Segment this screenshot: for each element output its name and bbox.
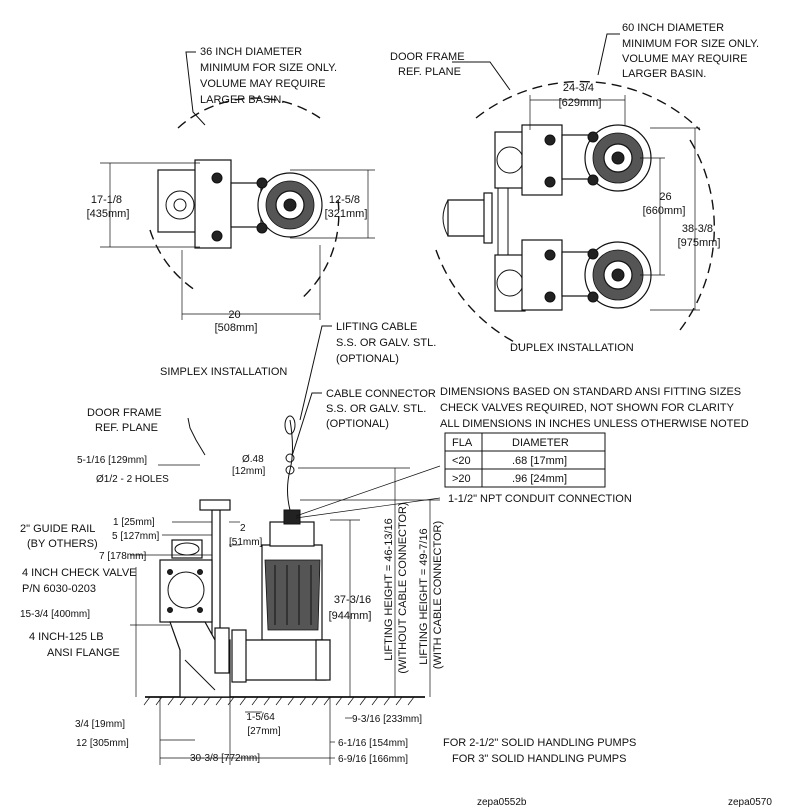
dim-3-4: 3/4 [19mm]	[75, 719, 125, 730]
duplex-basin-arc-left	[435, 249, 521, 346]
drawing-code-left: zepa0552b	[477, 797, 527, 808]
fla-row-2-diameter: .96 [24mm]	[512, 473, 567, 485]
duplex-dim-top: 24-3/4 [629mm]	[559, 82, 602, 109]
dim-30-3-8: 30-3/8 [772mm]	[190, 753, 260, 764]
fla-row-1-fla: <20	[452, 455, 471, 467]
duplex-basin-note: 60 INCH DIAMETER MINIMUM FOR SIZE ONLY. …	[622, 22, 762, 80]
fla-table	[444, 432, 606, 488]
dim-2: 2	[240, 523, 246, 534]
dim-37-3-16: 37-3/16 [944mm]	[329, 594, 375, 622]
duplex-upper-base	[521, 124, 563, 196]
duplex-door-leader	[452, 61, 511, 91]
simplex-plan	[100, 51, 375, 320]
simplex-dim-left: 17-1/8 [435mm]	[87, 194, 130, 220]
simplex-dim-right: 12-5/8 [321mm]	[325, 194, 368, 220]
dim-1: 1 [25mm]	[113, 517, 155, 528]
fla-row-1-diameter: .68 [17mm]	[512, 455, 567, 467]
fla-row-2-fla: >20	[452, 473, 471, 485]
duplex-basin-leader	[597, 33, 620, 76]
drawing-code-right: zepa0570	[728, 797, 772, 808]
simplex-basin-arc-top	[177, 97, 321, 129]
cable-connector-leader	[291, 392, 322, 457]
flange-label: 4 INCH-125 LB ANSI FLANGE	[29, 631, 120, 659]
fla-header-fla: FLA	[452, 437, 473, 449]
simplex-basin-arc-right	[299, 199, 340, 301]
dia-048-mm: [12mm]	[232, 466, 266, 477]
lifting-height-with: LIFTING HEIGHT = 49-7/16 (WITH CABLE CON…	[418, 521, 444, 669]
note-2-5-pumps: FOR 2-1/2" SOLID HANDLING PUMPS	[443, 737, 636, 749]
dim-6-1-16: 6-1/16 [154mm]	[338, 738, 408, 749]
duplex-title: DUPLEX INSTALLATION	[510, 342, 634, 354]
simplex-dim-width: 20 [508mm]	[215, 309, 258, 334]
dim-1-5-64: 1-5/64 [27mm]	[246, 712, 280, 737]
duplex-dim-overall: 38-3/8 [975mm]	[678, 223, 721, 249]
dim-7: 7 [178mm]	[99, 551, 146, 562]
dim-2-mm: [51mm]	[229, 537, 263, 548]
holes-label: Ø1/2 - 2 HOLES	[96, 474, 169, 485]
duplex-plan	[435, 33, 715, 346]
lifting-cable-label: LIFTING CABLE S.S. OR GALV. STL. (OPTION…	[336, 321, 439, 365]
duplex-dim-spacing: 26 [660mm]	[643, 191, 686, 217]
duplex-basin-arc-top	[475, 80, 701, 131]
cable-connector-label: CABLE CONNECTOR S.S. OR GALV. STL. (OPTI…	[326, 388, 439, 430]
note-3-pumps: FOR 3" SOLID HANDLING PUMPS	[452, 753, 626, 765]
conduit-label: 1-1/2" NPT CONDUIT CONNECTION	[448, 493, 632, 505]
pump-motor-cap	[269, 521, 315, 547]
simplex-basin-arc-left	[149, 229, 196, 291]
duplex-lower-base	[521, 239, 563, 311]
dim-9-3-16: 9-3/16 [233mm]	[352, 714, 422, 725]
simplex-guide-block	[157, 169, 199, 233]
elevation-view	[130, 325, 441, 765]
fla-header-diameter: DIAMETER	[512, 437, 569, 449]
lifting-cable-leader	[299, 325, 332, 421]
simplex-basin-note: 36 INCH DIAMETER MINIMUM FOR SIZE ONLY. …	[200, 46, 340, 106]
dia-048: Ø.48	[242, 454, 264, 465]
duplex-notes: DIMENSIONS BASED ON STANDARD ANSI FITTIN…	[440, 386, 749, 430]
elevation-door-frame: DOOR FRAME REF. PLANE	[87, 407, 165, 434]
door-frame-leader	[187, 417, 206, 456]
check-valve-label: 4 INCH CHECK VALVE P/N 6030-0203	[22, 567, 140, 595]
dim-5-1-16: 5-1/16 [129mm]	[77, 455, 147, 466]
dim-15-3-4: 15-3/4 [400mm]	[20, 609, 90, 620]
duplex-door-frame: DOOR FRAME REF. PLANE	[390, 51, 468, 78]
lifting-cable	[287, 419, 293, 511]
dim-5: 5 [127mm]	[112, 531, 159, 542]
dim-12: 12 [305mm]	[76, 738, 129, 749]
lifting-height-without: LIFTING HEIGHT = 46-13/16 (WITHOUT CABLE…	[383, 502, 409, 673]
guide-rail-label: 2" GUIDE RAIL (BY OTHERS)	[20, 523, 98, 550]
simplex-title: SIMPLEX INSTALLATION	[160, 366, 287, 378]
duplex-basin-arc-right	[679, 139, 715, 331]
simplex-basin-leader	[185, 51, 206, 126]
dim-6-9-16: 6-9/16 [166mm]	[338, 754, 408, 765]
